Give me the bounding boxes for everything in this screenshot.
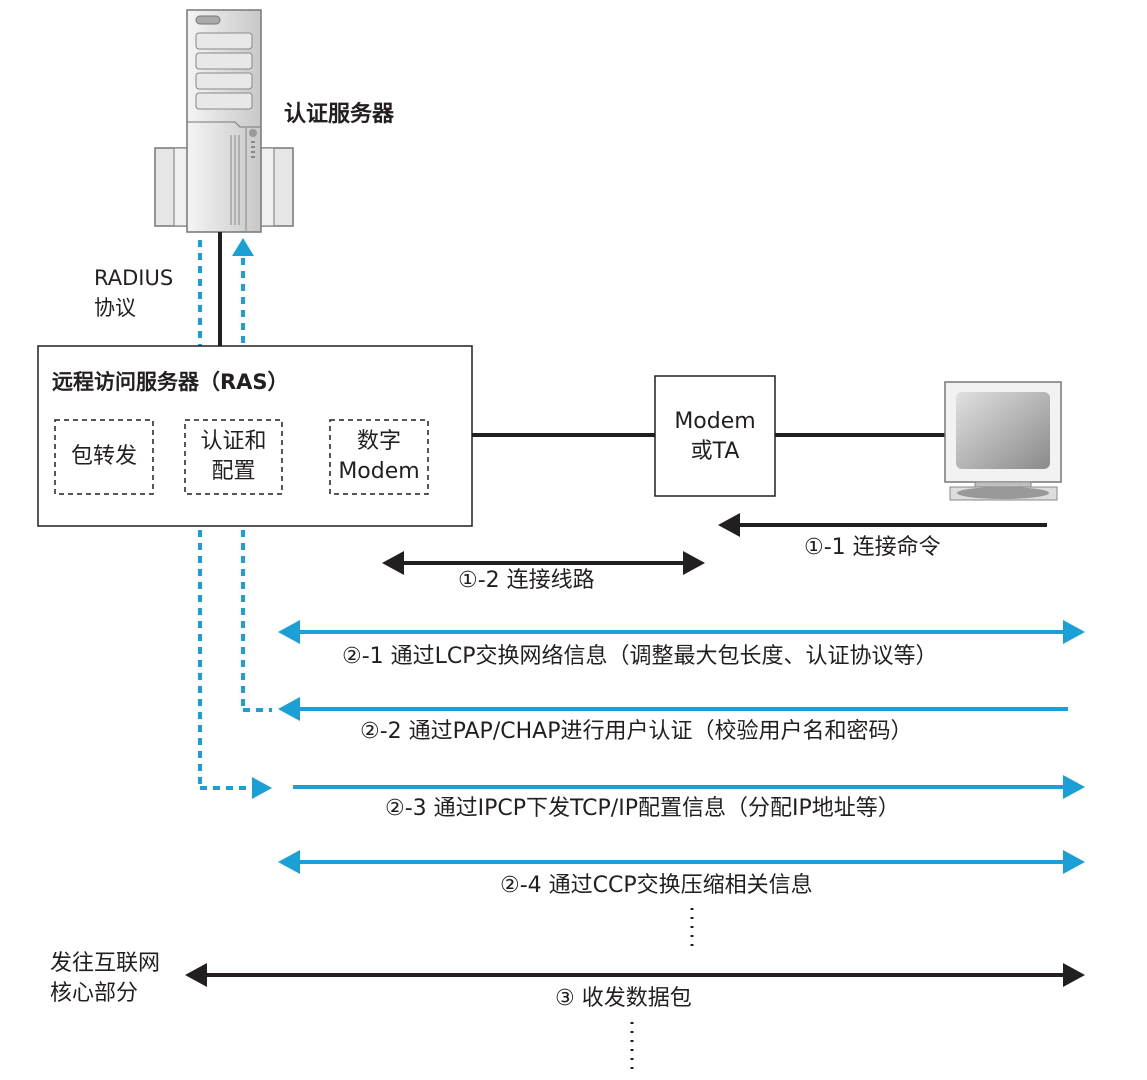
step-2-1-label: ②-1 通过LCP交换网络信息（调整最大包长度、认证协议等） xyxy=(342,644,938,669)
radius-label-line1: RADIUS xyxy=(94,266,174,290)
radius-up-arrowhead xyxy=(232,238,254,256)
auth-server-label: 认证服务器 xyxy=(284,102,395,127)
radius-label-line2: 协议 xyxy=(94,296,136,320)
step-2-2-arrowhead-left xyxy=(278,697,300,721)
ras-module-box-1 xyxy=(54,419,154,495)
step-1-1-label: ①-1 连接命令 xyxy=(804,535,941,560)
step-3-arrowhead-right xyxy=(1063,963,1085,987)
step-2-3-arrowhead-right xyxy=(1063,775,1085,799)
ras-module-modem-line2: Modem xyxy=(338,459,420,484)
ras-module-auth-line1: 认证和 xyxy=(200,429,267,454)
ipcp-arrowhead xyxy=(252,777,272,799)
ras-module-box-2 xyxy=(184,419,283,495)
step-1-2-arrowhead-right xyxy=(683,551,705,575)
modem-label-line1: Modem xyxy=(674,409,756,434)
step-1-2-label: ①-2 连接线路 xyxy=(458,568,595,593)
step-2-2-label: ②-2 通过PAP/CHAP进行用户认证（校验用户名和密码） xyxy=(360,719,913,744)
step-3-arrowhead-left xyxy=(185,963,207,987)
ras-module-modem-line1: 数字 xyxy=(356,429,401,454)
step-2-4-arrowhead-right xyxy=(1063,850,1085,874)
modem-box xyxy=(654,375,776,497)
step-1-1-arrowhead-left xyxy=(718,513,740,537)
step-2-1-arrowhead-right xyxy=(1063,620,1085,644)
ras-module-auth-line2: 配置 xyxy=(211,459,256,484)
step-2-4-arrowhead-left xyxy=(278,850,300,874)
server-icon xyxy=(154,9,294,233)
step-2-4-label: ②-4 通过CCP交换压缩相关信息 xyxy=(500,873,813,898)
step-2-3-label: ②-3 通过IPCP下发TCP/IP配置信息（分配IP地址等） xyxy=(385,796,900,821)
step-3-label: ③ 收发数据包 xyxy=(555,986,692,1011)
computer-icon xyxy=(944,381,1062,501)
ras-title: 远程访问服务器（RAS） xyxy=(52,370,289,394)
step-1-2-arrowhead-left xyxy=(382,551,404,575)
internet-label-line1: 发往互联网 xyxy=(50,951,161,976)
step-2-1-arrowhead-left xyxy=(278,620,300,644)
modem-label-line2: 或TA xyxy=(690,439,740,464)
ras-module-packet-forwarding: 包转发 xyxy=(70,444,137,469)
internet-label-line2: 核心部分 xyxy=(50,981,139,1006)
ras-module-box-3 xyxy=(329,419,429,495)
